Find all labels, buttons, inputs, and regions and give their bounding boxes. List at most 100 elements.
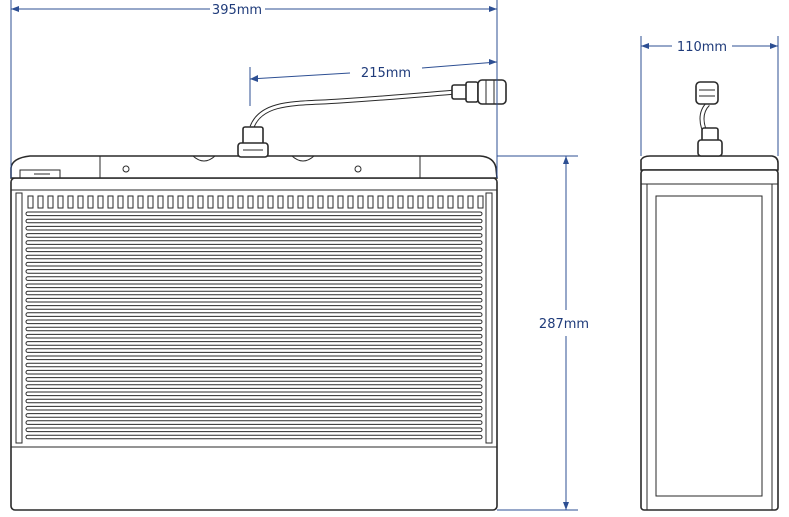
cooling-fin [25, 369, 483, 375]
vent-slot [427, 195, 434, 209]
vent-slot [367, 195, 374, 209]
vent-slot [477, 195, 484, 209]
vent-slot [67, 195, 74, 209]
vent-slot [167, 195, 174, 209]
cooling-fin [25, 413, 483, 418]
left-rail [15, 192, 23, 444]
vent-slot [297, 195, 304, 209]
vent-slot [247, 195, 254, 209]
cable [249, 89, 457, 129]
side-top-cover [640, 155, 779, 171]
cooling-fin [25, 427, 483, 433]
vent-slot [187, 195, 194, 209]
cooling-fin [25, 326, 483, 332]
vent-slot [257, 195, 264, 209]
dimension-overall-width: 395mm [10, 0, 498, 178]
vent-slot [417, 195, 424, 209]
vent-slot [237, 195, 244, 209]
vent-slot [437, 195, 444, 209]
vent-slot [287, 195, 294, 209]
vent-slot [407, 195, 414, 209]
right-rail [485, 192, 493, 444]
cooling-fin [25, 355, 483, 361]
cooling-fin [25, 348, 483, 353]
cooling-fin [25, 398, 483, 404]
vent-slot [87, 195, 94, 209]
height-label: 287mm [539, 317, 589, 332]
vent-slot [217, 195, 224, 209]
dimension-depth: 110mm [640, 36, 779, 156]
cooling-fin [25, 341, 483, 346]
cable-gland-front [237, 126, 269, 158]
vent-slot [137, 195, 144, 209]
vent-slot [447, 195, 454, 209]
vent-slot [457, 195, 464, 209]
vent-slot [467, 195, 474, 209]
cooling-fin [25, 283, 483, 289]
cable-length-label: 215mm [361, 66, 411, 81]
vent-slot [377, 195, 384, 209]
cooling-fin [25, 405, 483, 411]
vent-slot [227, 195, 234, 209]
cooling-fin [25, 333, 483, 339]
dimension-height: 287mm [497, 155, 589, 511]
vent-slot [117, 195, 124, 209]
connector-plug [451, 79, 507, 105]
cooling-fin [25, 211, 483, 217]
vent-slot [147, 195, 154, 209]
side-view [640, 81, 779, 511]
vent-slot [177, 195, 184, 209]
vent-slot [327, 195, 334, 209]
vent-slot [57, 195, 64, 209]
vent-slot [77, 195, 84, 209]
cooling-fins [25, 195, 484, 440]
cooling-fin [25, 434, 483, 440]
vent-slot [307, 195, 314, 209]
cooling-fin [25, 218, 483, 224]
cooling-fin [25, 377, 483, 382]
vent-slot [207, 195, 214, 209]
vent-slot [357, 195, 364, 209]
top-cover [10, 155, 498, 179]
side-panel [655, 195, 763, 497]
cooling-fin [25, 297, 483, 303]
cooling-fin [25, 420, 483, 425]
vent-slot [337, 195, 344, 209]
vent-slot [317, 195, 324, 209]
cooling-fin [25, 305, 483, 310]
vent-slot [27, 195, 34, 209]
vent-slot [277, 195, 284, 209]
cooling-fin [25, 254, 483, 260]
cooling-fin [25, 362, 483, 368]
side-connector [695, 81, 719, 105]
cooling-fin [25, 384, 483, 389]
cooling-fin [25, 225, 483, 231]
vent-slot [267, 195, 274, 209]
cooling-fin [25, 290, 483, 296]
vent-slot [97, 195, 104, 209]
dimension-cable-length: 215mm [249, 59, 498, 106]
cooling-fin [25, 240, 483, 245]
side-housing [640, 169, 779, 511]
front-view [10, 79, 507, 511]
width-label: 395mm [212, 3, 262, 18]
cooling-fin [25, 247, 483, 253]
vent-slot [347, 195, 354, 209]
cooling-fin [25, 319, 483, 325]
vent-slot [387, 195, 394, 209]
cooling-fin [25, 261, 483, 267]
vent-slot [37, 195, 44, 209]
vent-slot [107, 195, 114, 209]
vent-slot [157, 195, 164, 209]
depth-label: 110mm [677, 40, 727, 55]
cooling-fin [25, 233, 483, 238]
vent-slot [47, 195, 54, 209]
vent-slot [127, 195, 134, 209]
vent-slot [397, 195, 404, 209]
vent-slot [197, 195, 204, 209]
cooling-fin [25, 312, 483, 317]
cooling-fin [25, 276, 483, 281]
cooling-fin [25, 269, 483, 274]
cooling-fin [25, 391, 483, 397]
